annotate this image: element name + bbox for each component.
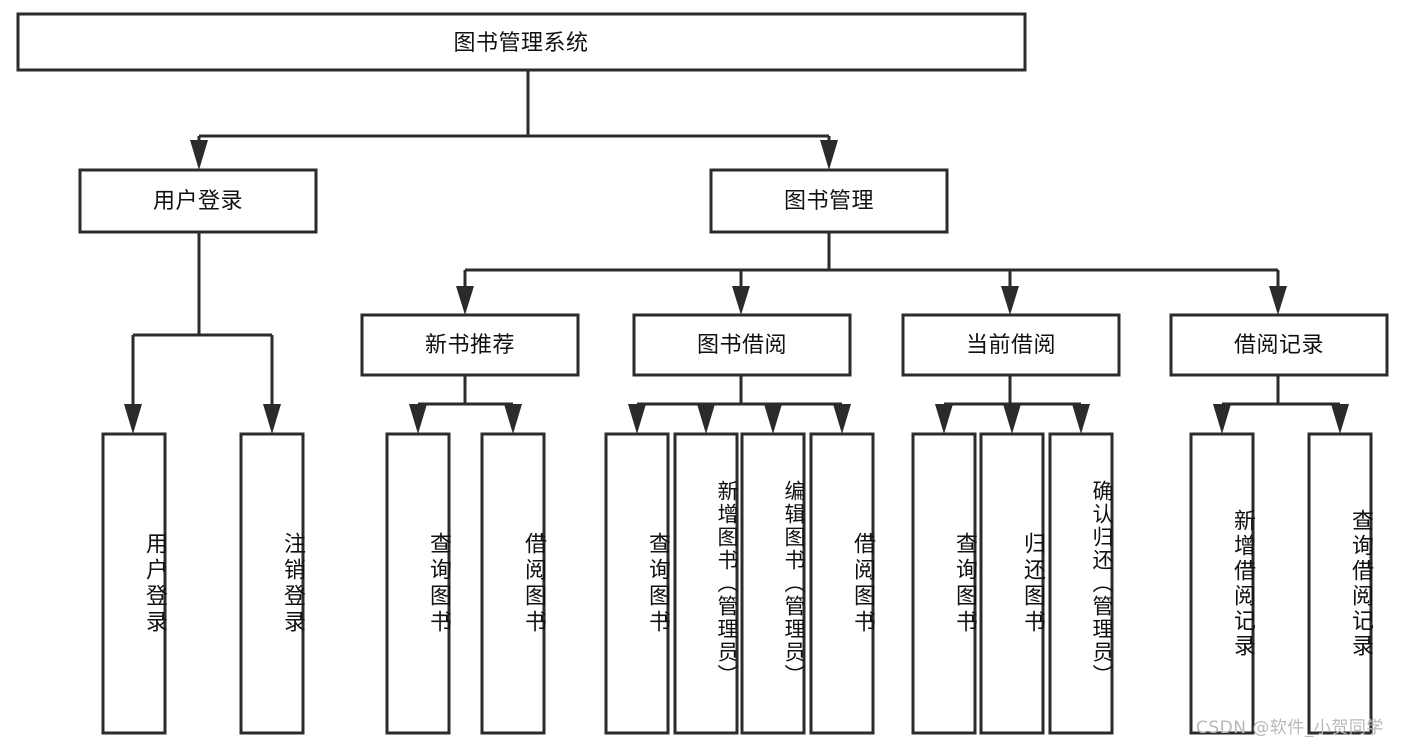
arrow-head-borrow-record [1269, 286, 1287, 315]
leaf-box-new-book-2[interactable] [480, 432, 546, 735]
node-label-root: 图书管理系统 [453, 31, 588, 56]
arrow-head-leaf-new-book-1 [409, 404, 427, 434]
arrow-head-book-borrow [732, 286, 750, 315]
node-box-user-login[interactable] [78, 168, 318, 234]
leaf-box-book-borrow-3[interactable] [740, 432, 806, 735]
arrow-head-book-manage [820, 140, 838, 170]
arrow-head-leaf-new-book-2 [504, 404, 522, 434]
arrow-head-leaf-borrow-record-2 [1331, 404, 1349, 434]
node-label-current-borrow: 当前借阅 [966, 333, 1056, 358]
node-box-book-manage[interactable] [709, 168, 949, 234]
arrow-head-leaf-current-borrow-3 [1072, 404, 1090, 434]
leaf-box-current-borrow-2[interactable] [979, 432, 1045, 735]
leaf-box-borrow-record-1[interactable] [1189, 432, 1255, 735]
leaf-box-current-borrow-3[interactable] [1048, 432, 1114, 735]
leaf-box-current-borrow-1[interactable] [911, 432, 977, 735]
node-label-new-book-recommend: 新书推荐 [425, 333, 515, 358]
node-box-current-borrow[interactable] [901, 313, 1121, 377]
arrow-head-leaf-user-login-1 [124, 404, 142, 434]
leaf-box-user-login-2[interactable] [239, 432, 305, 735]
arrow-head-leaf-book-borrow-4 [833, 404, 851, 434]
arrow-head-new-book-recommend [456, 286, 474, 315]
connector-layer [124, 70, 1349, 434]
leaf-box-book-borrow-4[interactable] [809, 432, 875, 735]
node-label-book-borrow: 图书借阅 [697, 333, 787, 358]
arrow-head-leaf-book-borrow-2 [697, 404, 715, 434]
node-box-book-borrow[interactable] [632, 313, 852, 377]
csdn-watermark: CSDN @软件_小贺同学 [1196, 718, 1384, 738]
node-box-root[interactable] [16, 12, 1027, 72]
node-label-borrow-record: 借阅记录 [1234, 333, 1324, 358]
node-layer: 图书管理系统 用户登录 图书管理 新书推荐 图书借阅 当前借阅 借阅记录 [16, 12, 1389, 735]
leaf-box-user-login-1[interactable] [101, 432, 167, 735]
leaf-box-new-book-1[interactable] [385, 432, 451, 735]
node-label-book-manage: 图书管理 [784, 189, 874, 214]
node-label-user-login: 用户登录 [153, 189, 243, 214]
arrow-head-leaf-user-login-2 [263, 404, 281, 434]
leaf-box-borrow-record-2[interactable] [1307, 432, 1373, 735]
node-box-new-book-recommend[interactable] [360, 313, 580, 377]
arrow-head-leaf-book-borrow-1 [628, 404, 646, 434]
arrow-head-current-borrow [1001, 286, 1019, 315]
arrow-head-user-login [190, 140, 208, 170]
leaf-box-book-borrow-1[interactable] [604, 432, 670, 735]
node-box-borrow-record[interactable] [1169, 313, 1389, 377]
arrow-head-leaf-borrow-record-1 [1213, 404, 1231, 434]
arrow-head-leaf-book-borrow-3 [764, 404, 782, 434]
arrow-head-leaf-current-borrow-2 [1003, 404, 1021, 434]
leaf-box-book-borrow-2[interactable] [673, 432, 739, 735]
arrow-head-leaf-current-borrow-1 [935, 404, 953, 434]
